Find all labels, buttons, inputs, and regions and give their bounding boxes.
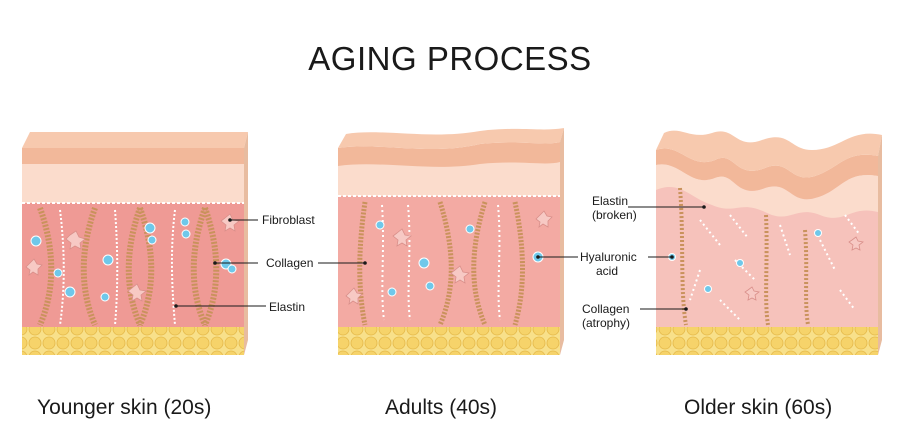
elastin-fiber [59, 209, 176, 326]
label-hyaluronic-line1: Hyaluronic [580, 250, 637, 264]
stratum-corneum [22, 148, 244, 164]
collagen-fiber [357, 201, 525, 326]
annotation-dots [174, 205, 706, 311]
panel-younger-skin [22, 132, 248, 355]
caption-adults: Adults (40s) [385, 396, 498, 419]
fibroblast-cells [744, 236, 864, 301]
page-title: AGING PROCESS [308, 40, 592, 77]
label-fibroblast: Fibroblast [262, 213, 315, 227]
label-elastin: Elastin [269, 300, 305, 314]
skin-top-face [22, 132, 248, 148]
panel-older-skin [656, 130, 882, 355]
label-collagen-atrophy-line1: Collagen [582, 302, 629, 316]
annotation-lines [176, 206, 704, 310]
panel-adults [338, 128, 564, 355]
stratum-corneum [338, 142, 560, 167]
elastin-fiber [381, 204, 501, 321]
epidermis-layer [338, 160, 560, 196]
label-elastin-broken-line2: (broken) [592, 208, 637, 222]
epidermis-layer [22, 163, 244, 203]
fat-layer [22, 325, 244, 355]
skin-top-face [338, 128, 564, 150]
fibroblast-cells [25, 213, 240, 302]
fibroblast-cells [345, 210, 553, 305]
elastin-fiber-broken [689, 214, 861, 321]
epidermis-layer [656, 164, 878, 218]
caption-younger-skin: Younger skin (20s) [37, 396, 212, 419]
stratum-corneum [656, 148, 878, 200]
label-elastin-broken-line1: Elastin [592, 194, 628, 208]
fat-layer [656, 325, 878, 355]
label-collagen: Collagen [266, 256, 313, 270]
skin-side-face [560, 128, 564, 355]
collagen-fiber [678, 187, 810, 326]
skin-top-face [656, 130, 882, 178]
collagen-fiber [37, 206, 220, 327]
skin-side-face [878, 135, 882, 355]
label-collagen-atrophy-line2: (atrophy) [582, 316, 630, 330]
fat-layer [338, 325, 560, 355]
hyaluronic-acid-drops [30, 217, 237, 302]
caption-older-skin: Older skin (60s) [684, 396, 833, 419]
label-hyaluronic-line2: acid [596, 264, 618, 278]
skin-side-face [244, 132, 248, 355]
